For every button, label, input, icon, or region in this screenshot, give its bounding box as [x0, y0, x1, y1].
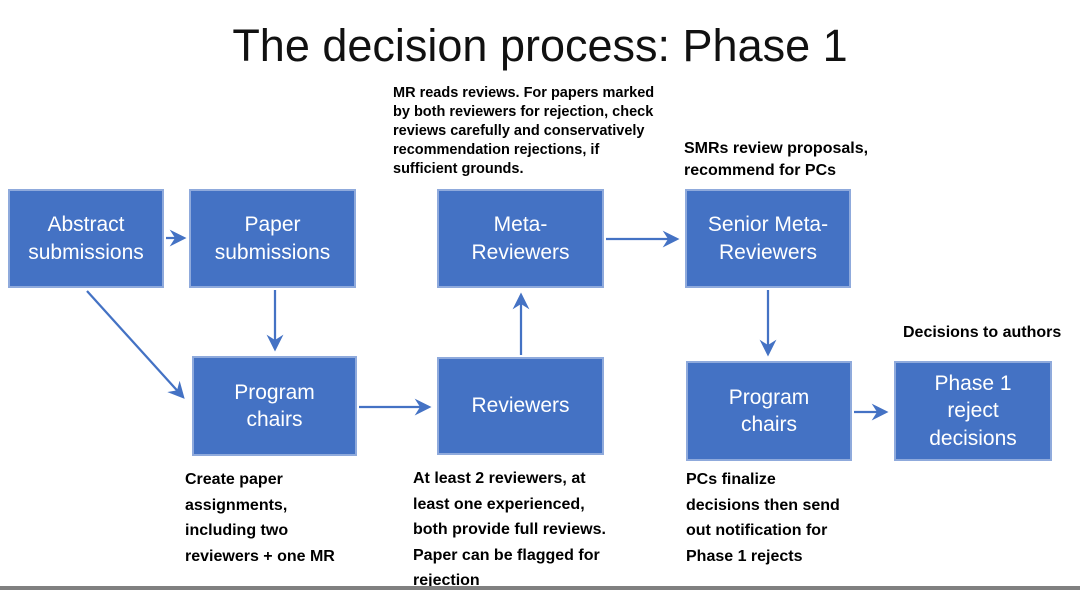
node-label: Senior Meta- Reviewers — [707, 213, 829, 264]
node-label: Phase 1 reject decisions — [929, 372, 1017, 450]
slide-bottom-border — [0, 586, 1080, 590]
node-paper-submissions: Paper submissions — [189, 189, 356, 288]
node-meta-reviewers: Meta- Reviewers — [437, 189, 604, 288]
node-label: Program chairs — [728, 385, 810, 436]
node-abstract-submissions: Abstract submissions — [8, 189, 164, 288]
arrow-abstract-to-program-chairs — [86, 290, 185, 399]
node-program-chairs-right: Program chairs — [686, 361, 852, 461]
annotation-mr-reads-reviews: MR reads reviews. For papers marked by b… — [393, 85, 655, 177]
node-label: Meta- Reviewers — [471, 213, 570, 264]
slide-title: The decision process: Phase 1 — [232, 20, 848, 71]
annotation-create-paper-assignments: Create paper assignments, including two … — [185, 471, 335, 565]
node-program-chairs-left: Program chairs — [192, 356, 357, 456]
node-senior-meta-reviewers: Senior Meta- Reviewers — [685, 189, 851, 288]
node-label: Abstract submissions — [28, 213, 144, 264]
node-label: Reviewers — [471, 394, 570, 418]
annotation-pcs-finalize-decisions: PCs finalize decisions then send out not… — [686, 471, 840, 565]
annotation-smrs-review-proposals: SMRs review proposals, recommend for PCs — [684, 140, 869, 179]
node-reviewers: Reviewers — [437, 357, 604, 455]
node-phase-1-reject-decisions: Phase 1 reject decisions — [894, 361, 1052, 461]
annotation-decisions-to-authors: Decisions to authors — [903, 324, 1062, 341]
annotation-at-least-2-reviewers: At least 2 reviewers, at least one exper… — [413, 470, 606, 589]
node-label: Paper submissions — [214, 213, 331, 264]
node-label: Program chairs — [234, 380, 315, 431]
